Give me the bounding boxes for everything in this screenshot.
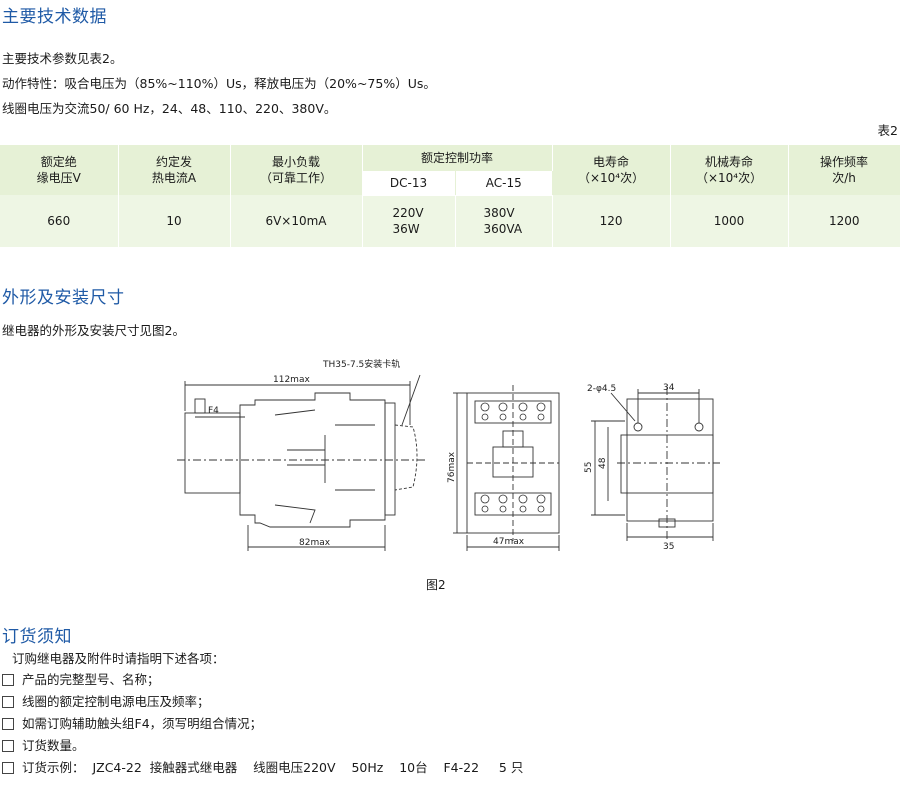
table-caption: 表2: [877, 123, 898, 138]
tech-line-2: 动作特性：吸合电压为（85%~110%）Us，释放电压为（20%~75%）Us。: [2, 76, 436, 91]
checkbox-icon: [2, 696, 14, 708]
checkbox-icon: [2, 740, 14, 752]
rail-label: TH35-7.5安装卡轨: [322, 358, 400, 370]
section-title-outline: 外形及安装尺寸: [2, 288, 125, 308]
cell-thermal: 10: [118, 195, 231, 247]
list-item: 订货数量。: [2, 735, 523, 757]
header-ac15: AC-15: [455, 171, 553, 196]
list-item: 如需订购辅助触头组F4，须写明组合情况；: [2, 713, 523, 735]
section-title-tech: 主要技术数据: [2, 7, 107, 27]
dim-76max: 76max: [447, 451, 457, 483]
list-item: 订货示例： JZC4-22 接触器式继电器 线圈电压220V 50Hz 10台 …: [2, 757, 523, 779]
list-item: 线圈的额定控制电源电压及频率；: [2, 691, 523, 713]
header-thermal: 约定发热电流A: [118, 145, 231, 195]
order-intro: 订购继电器及附件时请指明下述各项：: [12, 651, 225, 666]
header-elec-life: 电寿命（×10⁴次）: [552, 145, 671, 195]
header-min-load: 最小负载（可靠工作）: [230, 145, 363, 195]
section-title-order: 订货须知: [2, 627, 72, 647]
front-view: [453, 385, 560, 551]
spec-table: 额定绝缘电压V 约定发热电流A 最小负载（可靠工作） 额定控制功率 电寿命（×1…: [0, 145, 900, 247]
cell-insulation: 660: [0, 195, 119, 247]
header-mech-life: 机械寿命（×10⁴次）: [670, 145, 789, 195]
order-list: 产品的完整型号、名称； 线圈的额定控制电源电压及频率； 如需订购辅助触头组F4，…: [2, 669, 523, 779]
header-control-power: 额定控制功率: [362, 145, 553, 171]
rear-view: [591, 387, 720, 541]
dim-112max: 112max: [273, 375, 310, 385]
outline-text: 继电器的外形及安装尺寸见图2。: [2, 323, 185, 338]
hole-label: 2-φ4.5: [587, 384, 616, 394]
dim-82max: 82max: [299, 538, 331, 548]
header-dc13: DC-13: [362, 171, 456, 196]
list-item: 产品的完整型号、名称；: [2, 669, 523, 691]
cell-frequency: 1200: [788, 195, 900, 247]
dim-47max: 47max: [493, 537, 525, 547]
header-insulation: 额定绝缘电压V: [0, 145, 119, 195]
figure-caption: 图2: [426, 578, 446, 592]
dim-55: 55: [584, 462, 594, 473]
checkbox-icon: [2, 674, 14, 686]
checkbox-icon: [2, 762, 14, 774]
cell-elec-life: 120: [552, 195, 671, 247]
cell-min-load: 6V×10mA: [230, 195, 363, 247]
tech-line-1: 主要技术参数见表2。: [2, 51, 123, 66]
outline-drawing: TH35-7.5安装卡轨 112max 82max F4 76max 47max…: [177, 358, 720, 552]
dim-48: 48: [598, 457, 608, 469]
dim-35: 35: [663, 542, 674, 552]
side-view: [177, 374, 425, 551]
terminal-screws: [480, 402, 546, 513]
checkbox-icon: [2, 718, 14, 730]
header-frequency: 操作频率次/h: [788, 145, 900, 195]
dim-34: 34: [663, 383, 675, 393]
tech-line-3: 线圈电压为交流50/ 60 Hz，24、48、110、220、380V。: [2, 101, 337, 116]
label-f4: F4: [208, 406, 219, 416]
cell-mech-life: 1000: [670, 195, 789, 247]
